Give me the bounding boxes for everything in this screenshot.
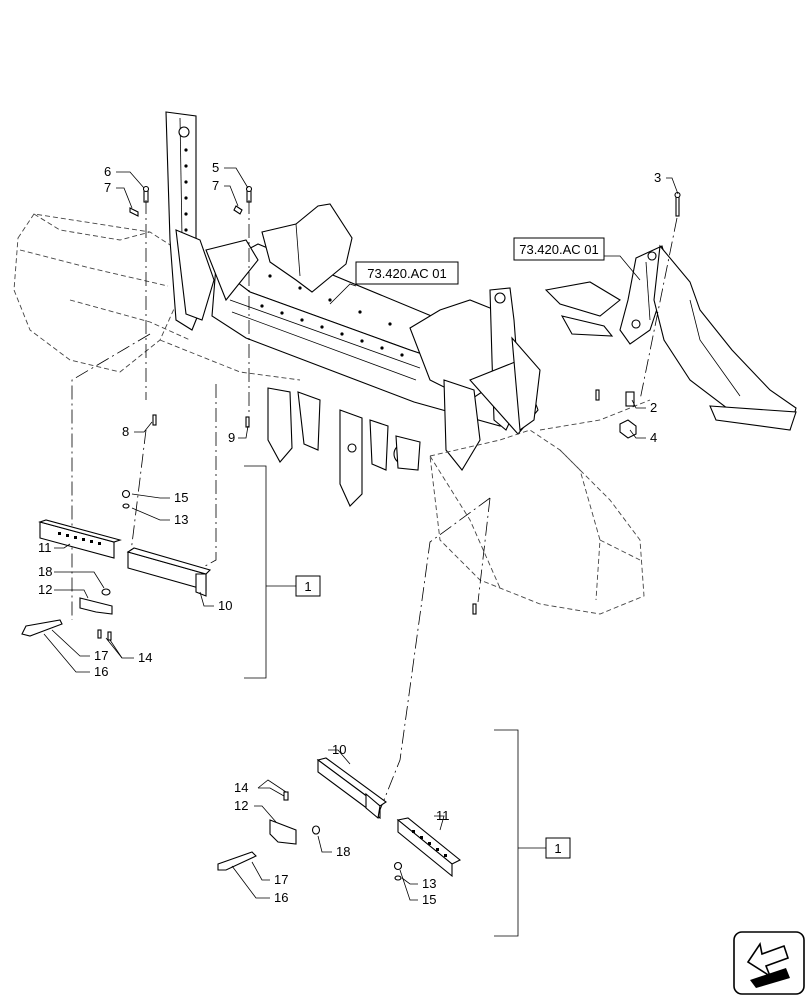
fastener-7b (233, 205, 243, 215)
callout-5: 5 (212, 160, 219, 175)
svg-text:1: 1 (554, 841, 561, 856)
sleeve-2 (625, 391, 635, 407)
latch-pin-16-lower (217, 851, 257, 871)
leader-lines (43, 167, 679, 901)
callout-14-lower: 14 (234, 780, 248, 795)
latch-pin-16-upper (21, 619, 63, 637)
callout-11-upper: 11 (38, 540, 52, 555)
beam-rivets (260, 274, 422, 357)
callout-7a: 7 (104, 180, 111, 195)
callout-7b: 7 (212, 178, 219, 193)
bolt-14b-upper (107, 631, 112, 641)
callout-10-upper: 10 (218, 598, 232, 613)
callout-18-upper: 18 (38, 564, 52, 579)
slotted-bar-11-upper (38, 519, 122, 559)
small-bolt (595, 389, 600, 401)
bracket-12-lower (269, 819, 297, 845)
callout-12-upper: 12 (38, 582, 52, 597)
callout-4: 4 (650, 430, 657, 445)
right-chute-ghost (429, 399, 651, 615)
callout-14-upper: 14 (138, 650, 152, 665)
bolt-lower-right (472, 603, 477, 615)
left-housing-ghost (13, 213, 301, 381)
group-box-upper: 1 (266, 575, 321, 597)
lower-group (217, 757, 462, 881)
callout-9: 9 (228, 430, 235, 445)
bolt-8 (152, 414, 157, 426)
callout-6: 6 (104, 164, 111, 179)
callout-10-lower: 10 (332, 742, 346, 757)
lower-group-bracket (494, 729, 519, 937)
callout-12-lower: 12 (234, 798, 248, 813)
nut-15-upper (121, 489, 131, 499)
pin-centerlines (145, 200, 678, 603)
callout-17-lower: 17 (274, 872, 288, 887)
reference-text-frame[interactable]: 73.420.AC 01 (367, 266, 447, 281)
svg-text:1: 1 (304, 579, 311, 594)
reference-box-frame[interactable]: 73.420.AC 01 (355, 261, 459, 285)
bolt-14-lower (283, 791, 289, 801)
spring-18-lower (311, 825, 321, 835)
spring-18-upper (101, 588, 111, 596)
slotted-bar-11-lower (396, 817, 462, 878)
callout-13-upper: 13 (174, 512, 188, 527)
fastener-7a (129, 207, 139, 217)
callout-15-upper: 15 (174, 490, 188, 505)
nut-4 (619, 419, 637, 439)
fastener-6 (142, 185, 150, 203)
reference-text-arm[interactable]: 73.420.AC 01 (519, 242, 599, 257)
upper-group-bracket (244, 465, 267, 679)
bolt-9 (245, 416, 250, 428)
callout-16-lower: 16 (274, 890, 288, 905)
upper-group (21, 489, 212, 641)
washer-13-lower (394, 875, 402, 881)
fastener-5 (245, 185, 253, 203)
arrow-icon[interactable] (733, 931, 805, 995)
callout-16-upper: 16 (94, 664, 108, 679)
callout-13-lower: 13 (422, 876, 436, 891)
channel-10-lower (316, 757, 387, 820)
callout-17-upper: 17 (94, 648, 108, 663)
group-box-lower: 1 (518, 837, 571, 859)
nut-15-lower (393, 861, 403, 871)
right-arm-assembly (544, 244, 797, 431)
callout-2: 2 (650, 400, 657, 415)
left-upright (165, 111, 259, 331)
bolt-3 (674, 191, 681, 217)
callout-3: 3 (654, 170, 661, 185)
callout-15-lower: 15 (422, 892, 436, 907)
bracket-12-upper (79, 597, 113, 615)
callout-8: 8 (122, 424, 129, 439)
channel-10-upper (126, 547, 212, 597)
callout-labels: 6 7 5 7 3 2 4 8 9 15 13 11 18 12 10 14 1… (38, 160, 661, 907)
callout-18-lower: 18 (336, 844, 350, 859)
callout-11-lower: 11 (436, 808, 450, 823)
hood (261, 203, 353, 293)
bolt-14a-upper (97, 629, 102, 639)
right-tower (409, 287, 541, 471)
reference-box-arm[interactable]: 73.420.AC 01 (513, 237, 605, 261)
washer-13-upper (122, 503, 130, 509)
